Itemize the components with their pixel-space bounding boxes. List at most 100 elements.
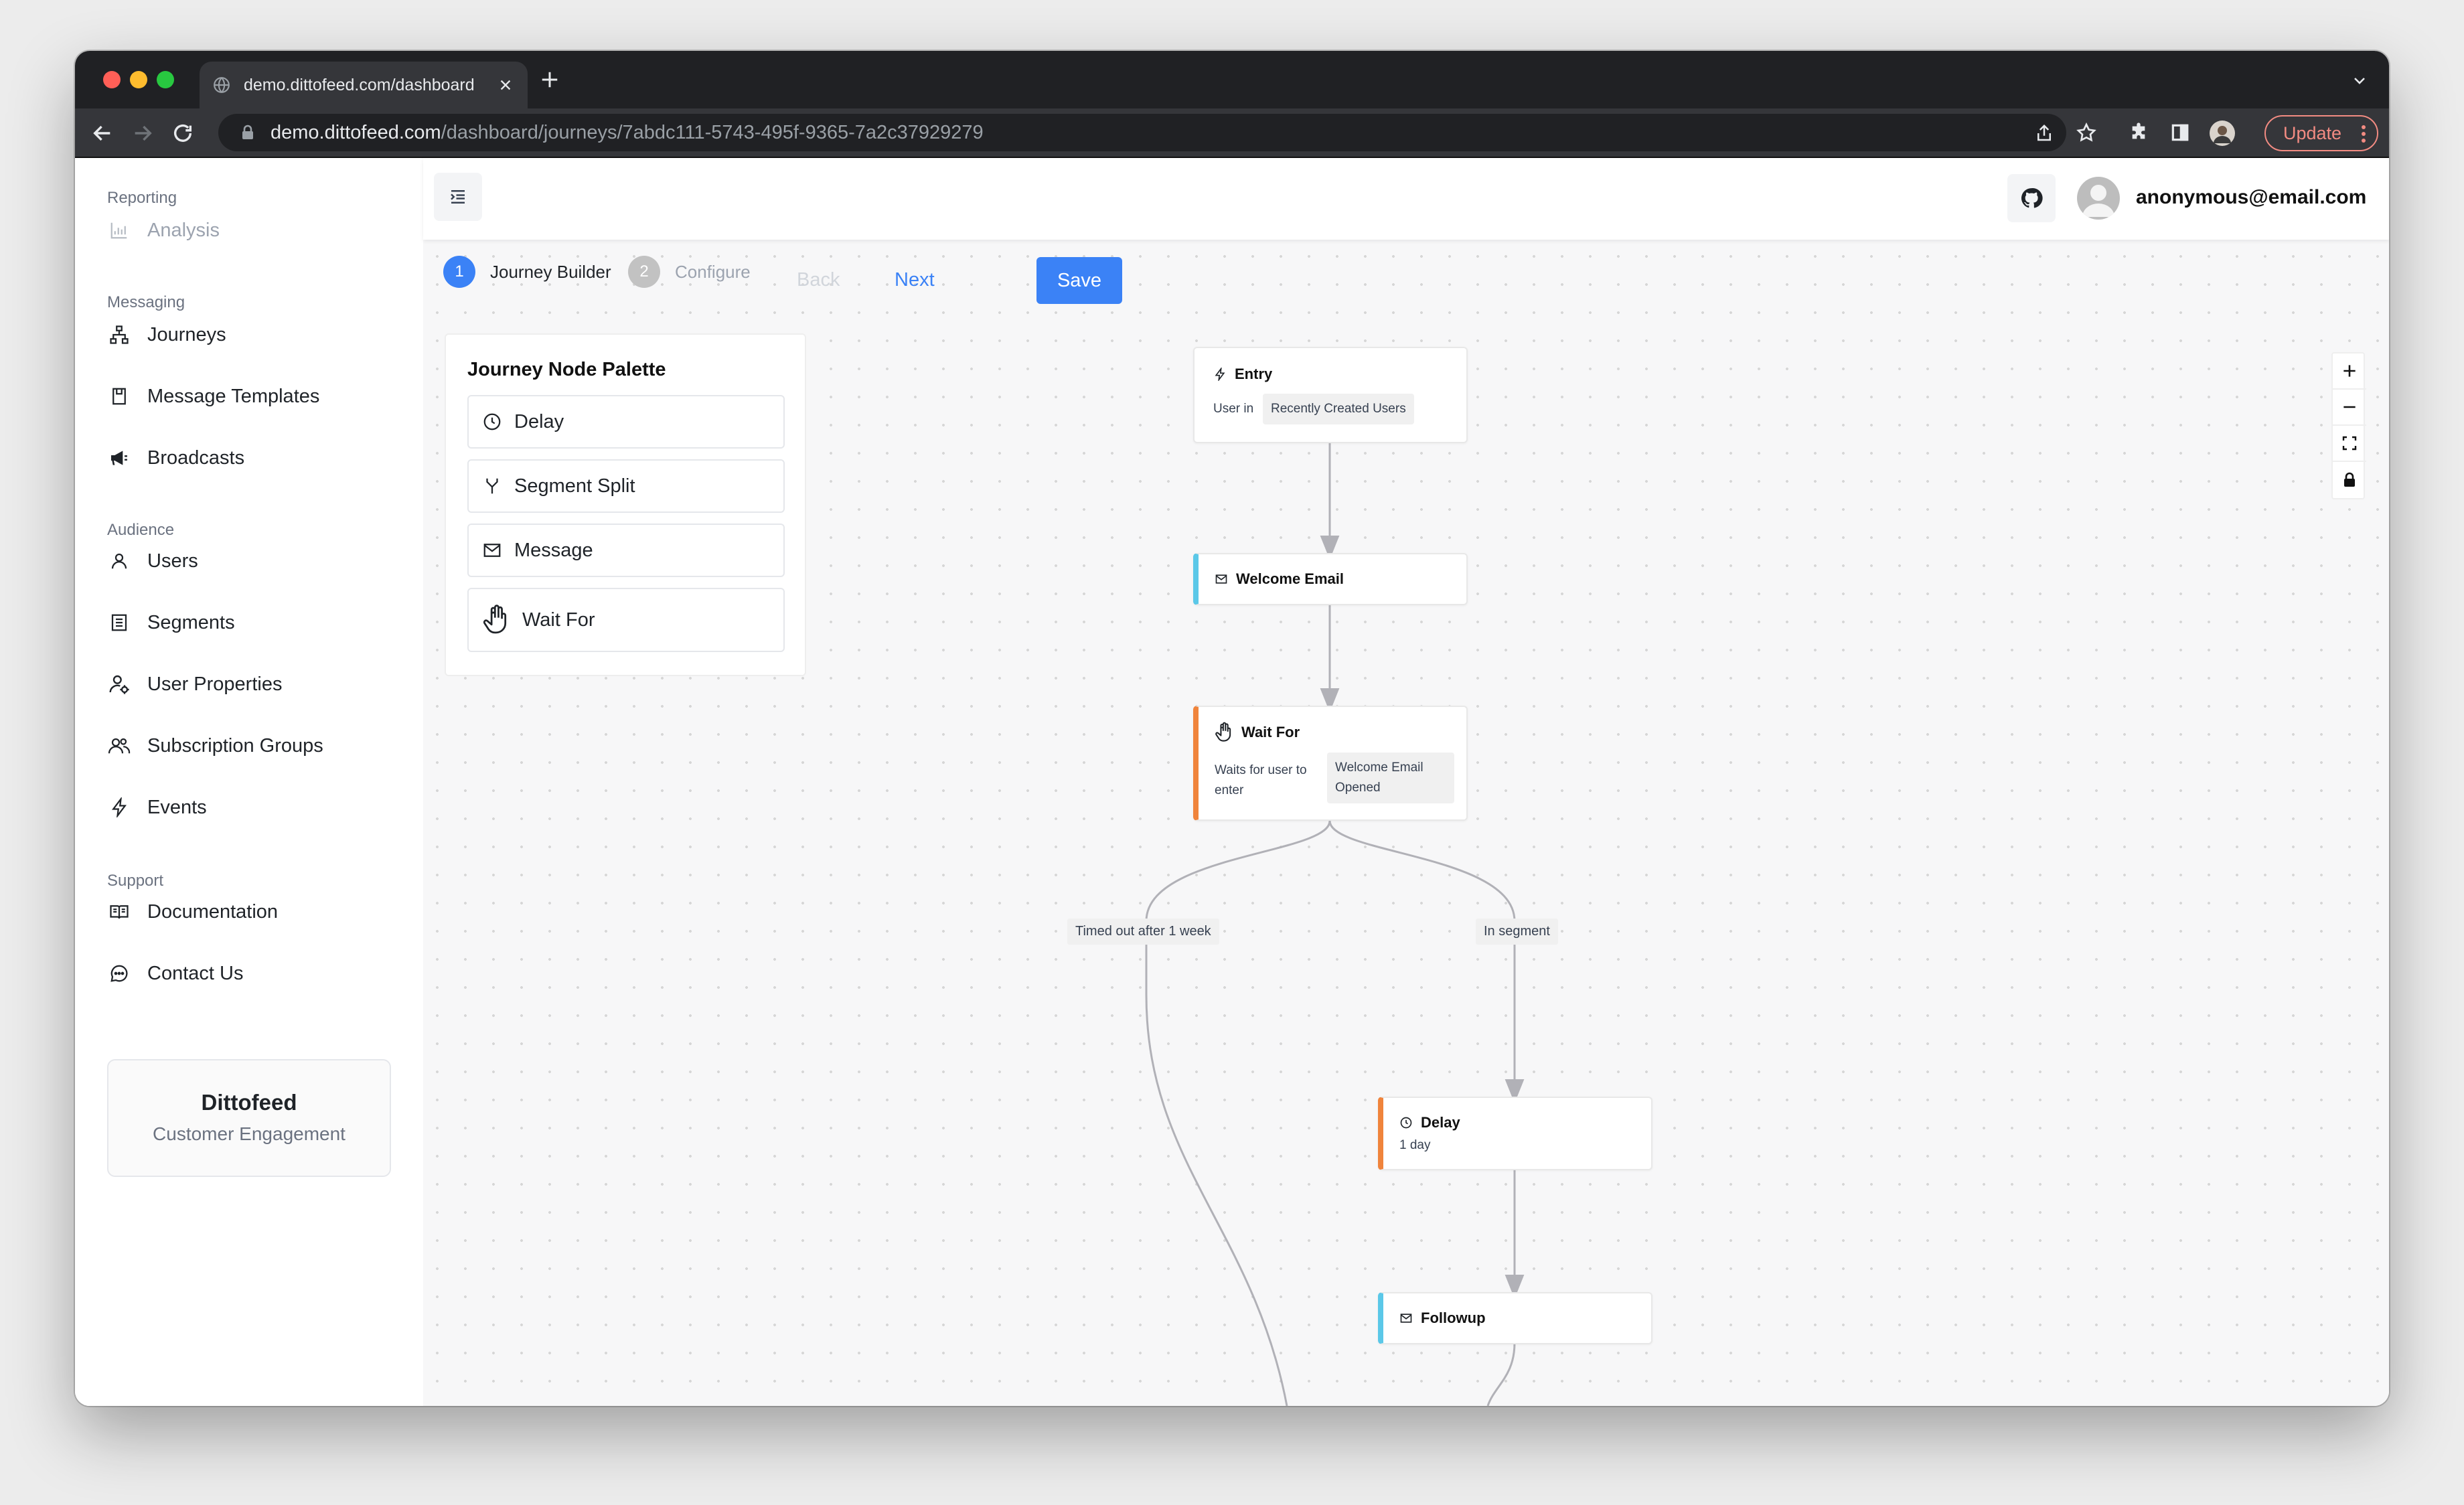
back-arrow-icon[interactable] [91, 122, 114, 145]
palette-item-wait-for[interactable]: Wait For [467, 588, 785, 652]
side-panel-icon[interactable] [2169, 122, 2191, 143]
step-journey-builder[interactable]: 1 Journey Builder [443, 256, 611, 288]
sidebar-section-audience: Audience [107, 521, 175, 539]
node-title-text: Followup [1421, 1310, 1486, 1326]
sidebar-item-broadcasts[interactable]: Broadcasts [107, 446, 244, 470]
palette-item-label: Segment Split [514, 475, 635, 497]
sidebar-item-label: Documentation [147, 900, 279, 923]
palette-item-segment-split[interactable]: Segment Split [467, 459, 785, 513]
update-button[interactable]: Update [2264, 115, 2378, 151]
sidebar-section-reporting: Reporting [107, 189, 177, 207]
palette-title: Journey Node Palette [467, 359, 666, 380]
palette-item-label: Delay [514, 410, 564, 432]
user-email: anonymous@email.com [2136, 186, 2367, 208]
sidebar-item-contact-us[interactable]: Contact Us [107, 961, 243, 985]
step-number: 1 [443, 256, 475, 288]
node-title: Entry [1213, 366, 1272, 383]
globe-icon [213, 76, 230, 94]
journey-node-wait-for[interactable]: Wait For Waits for user to enter Welcome… [1193, 706, 1468, 821]
edge-timeout-continue [1145, 941, 1288, 1406]
sidebar-item-label: Contact Us [147, 962, 244, 984]
journey-node-delay[interactable]: Delay 1 day [1378, 1097, 1652, 1170]
users-group-icon [107, 734, 131, 758]
url-host: demo.dittofeed.com [271, 121, 441, 143]
node-title: Followup [1399, 1310, 1486, 1327]
user-avatar[interactable] [2077, 177, 2120, 220]
palette-item-label: Message [514, 539, 593, 561]
github-icon [2020, 187, 2043, 210]
sidebar-item-label: Subscription Groups [147, 734, 323, 757]
zoom-out-button[interactable] [2333, 390, 2366, 426]
canvas-controls [2331, 352, 2366, 499]
sidebar-item-subscription-groups[interactable]: Subscription Groups [107, 734, 323, 758]
browser-tab-bar: demo.dittofeed.com/dashboard [75, 51, 2389, 108]
sidebar-item-segments[interactable]: Segments [107, 611, 235, 635]
journey-node-entry[interactable]: Entry User in Recently Created Users [1193, 347, 1468, 443]
edge-waitfor-in-segment [1328, 820, 1516, 922]
brand-subtitle: Customer Engagement [153, 1123, 345, 1144]
bookmark-star-icon[interactable] [2076, 122, 2097, 143]
book-icon [107, 900, 131, 924]
sidebar-item-analysis[interactable]: Analysis [107, 218, 220, 242]
megaphone-icon [107, 446, 131, 470]
lightning-icon [1213, 368, 1227, 381]
menu-indent-icon [448, 187, 468, 207]
delay-duration: 1 day [1399, 1138, 1431, 1152]
close-window-button[interactable] [103, 71, 121, 88]
url-path: /dashboard/journeys/7abdc111-5743-495f-9… [441, 121, 984, 143]
sidebar-item-label: Broadcasts [147, 447, 245, 469]
journey-node-followup[interactable]: Followup [1378, 1292, 1652, 1344]
sidebar-item-events[interactable]: Events [107, 795, 207, 819]
edge-label-timeout: Timed out after 1 week [1067, 919, 1219, 945]
palette-item-message[interactable]: Message [467, 524, 785, 577]
edge-label-in-segment: In segment [1476, 919, 1558, 945]
brand-name: Dittofeed [201, 1090, 297, 1115]
back-button[interactable]: Back [797, 269, 840, 291]
fit-view-button[interactable] [2333, 426, 2366, 462]
browser-toolbar: demo.dittofeed.com/dashboard/journeys/7a… [75, 108, 2389, 158]
mail-icon [482, 540, 502, 560]
new-tab-icon[interactable] [540, 70, 560, 90]
sidebar: Reporting Analysis Messaging Journeys Me… [75, 158, 423, 1406]
palette-item-delay[interactable]: Delay [467, 395, 785, 449]
browser-tab[interactable]: demo.dittofeed.com/dashboard [200, 62, 528, 108]
sidebar-item-message-templates[interactable]: Message Templates [107, 384, 319, 408]
entry-prefix: User in [1213, 402, 1254, 416]
edge-followup-continue [1486, 1342, 1516, 1406]
minimize-window-button[interactable] [130, 71, 147, 88]
minus-icon [2341, 398, 2358, 416]
save-button[interactable]: Save [1036, 257, 1122, 304]
profile-avatar-icon[interactable] [2210, 121, 2235, 146]
sidebar-item-user-properties[interactable]: User Properties [107, 672, 282, 696]
journey-node-welcome-email[interactable]: Welcome Email [1193, 553, 1468, 605]
tab-title: demo.dittofeed.com/dashboard [244, 75, 475, 94]
sidebar-item-documentation[interactable]: Documentation [107, 900, 278, 924]
close-tab-icon[interactable] [498, 78, 513, 92]
plus-icon [2341, 362, 2358, 380]
sidebar-item-label: User Properties [147, 673, 283, 695]
user-gear-icon [107, 672, 131, 696]
sidebar-item-label: Analysis [147, 219, 220, 241]
extensions-puzzle-icon[interactable] [2128, 122, 2149, 143]
clock-icon [482, 412, 502, 432]
palette-item-label: Wait For [522, 609, 595, 631]
step-configure[interactable]: 2 Configure [628, 256, 751, 288]
app-root: Reporting Analysis Messaging Journeys Me… [75, 158, 2389, 1406]
maximize-window-button[interactable] [157, 71, 174, 88]
sidebar-item-users[interactable]: Users [107, 549, 198, 573]
node-title: Welcome Email [1215, 570, 1344, 588]
address-bar[interactable]: demo.dittofeed.com/dashboard/journeys/7a… [218, 114, 2066, 151]
collapse-menu-button[interactable] [434, 173, 482, 221]
mail-icon [1399, 1312, 1413, 1325]
tab-search-chevron-icon[interactable] [2352, 72, 2368, 88]
github-button[interactable] [2007, 174, 2056, 222]
forward-arrow-icon[interactable] [131, 122, 154, 145]
share-icon[interactable] [2034, 123, 2054, 143]
sidebar-item-journeys[interactable]: Journeys [107, 323, 226, 347]
zoom-in-button[interactable] [2333, 353, 2366, 390]
node-title-text: Delay [1421, 1114, 1460, 1131]
lock-canvas-button[interactable] [2333, 462, 2366, 498]
reload-icon[interactable] [171, 122, 194, 145]
mail-icon [1215, 572, 1228, 586]
next-button[interactable]: Next [895, 269, 935, 291]
